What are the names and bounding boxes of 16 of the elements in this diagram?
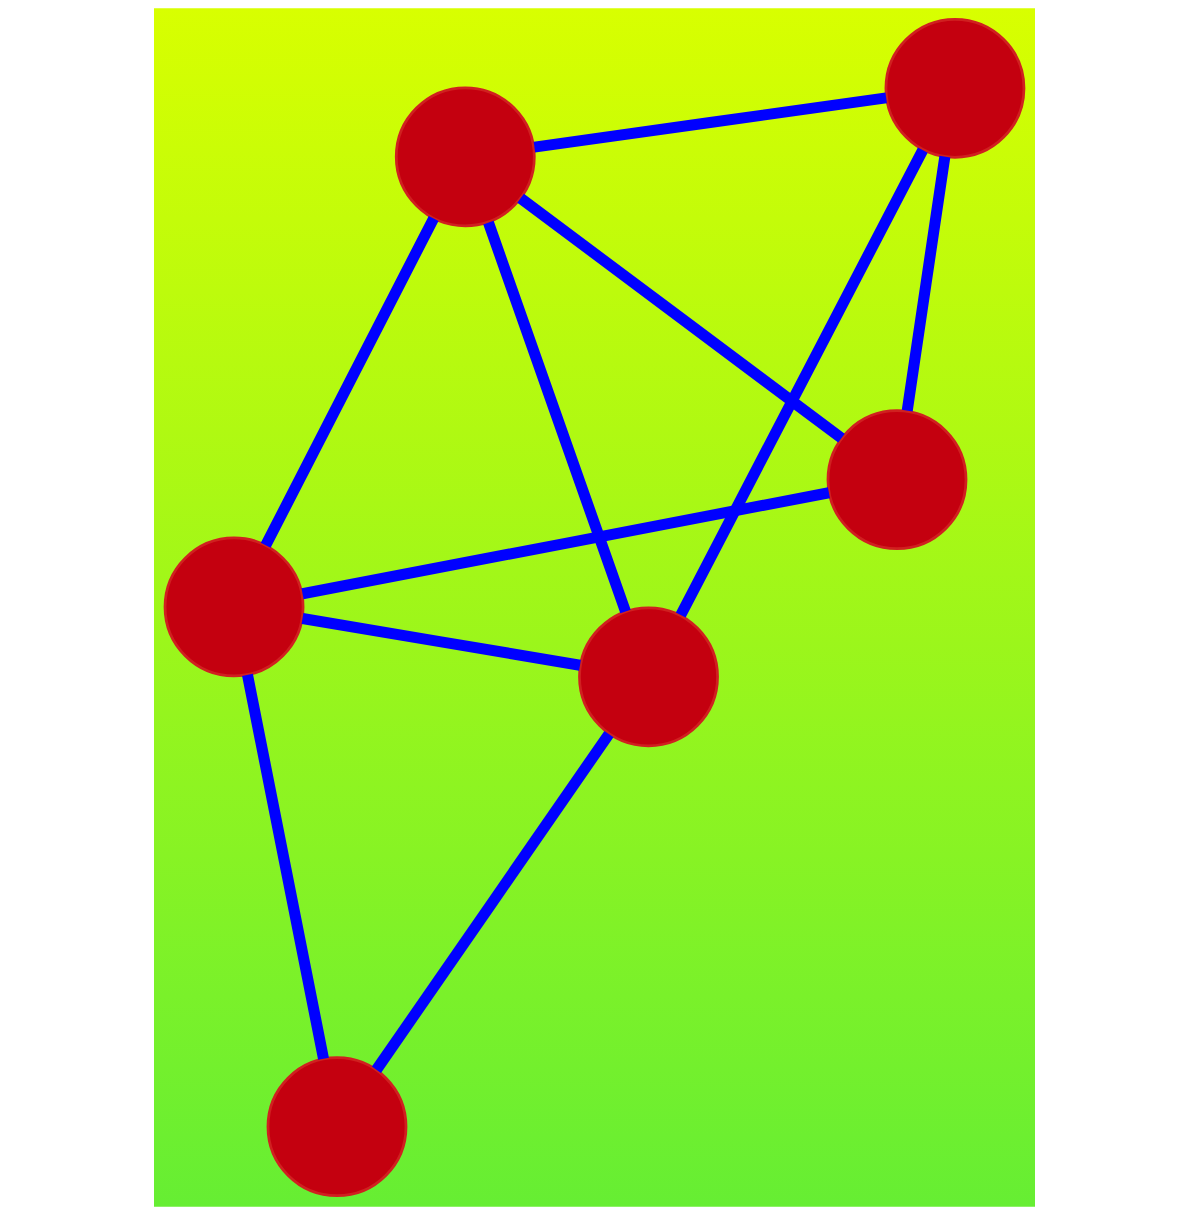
connector xyxy=(516,193,845,443)
node-circle xyxy=(394,86,536,228)
connector xyxy=(301,613,581,671)
connector xyxy=(482,220,631,614)
node-circle xyxy=(826,409,967,551)
connector xyxy=(901,155,950,412)
connector xyxy=(675,147,928,618)
connector xyxy=(260,215,439,548)
connector xyxy=(371,730,613,1073)
connector xyxy=(241,673,329,1060)
node-circle xyxy=(266,1056,407,1198)
node-circle xyxy=(163,536,304,678)
node-circle xyxy=(577,606,719,748)
connector xyxy=(533,92,887,153)
node-circle xyxy=(884,17,1025,159)
connector xyxy=(301,487,830,600)
